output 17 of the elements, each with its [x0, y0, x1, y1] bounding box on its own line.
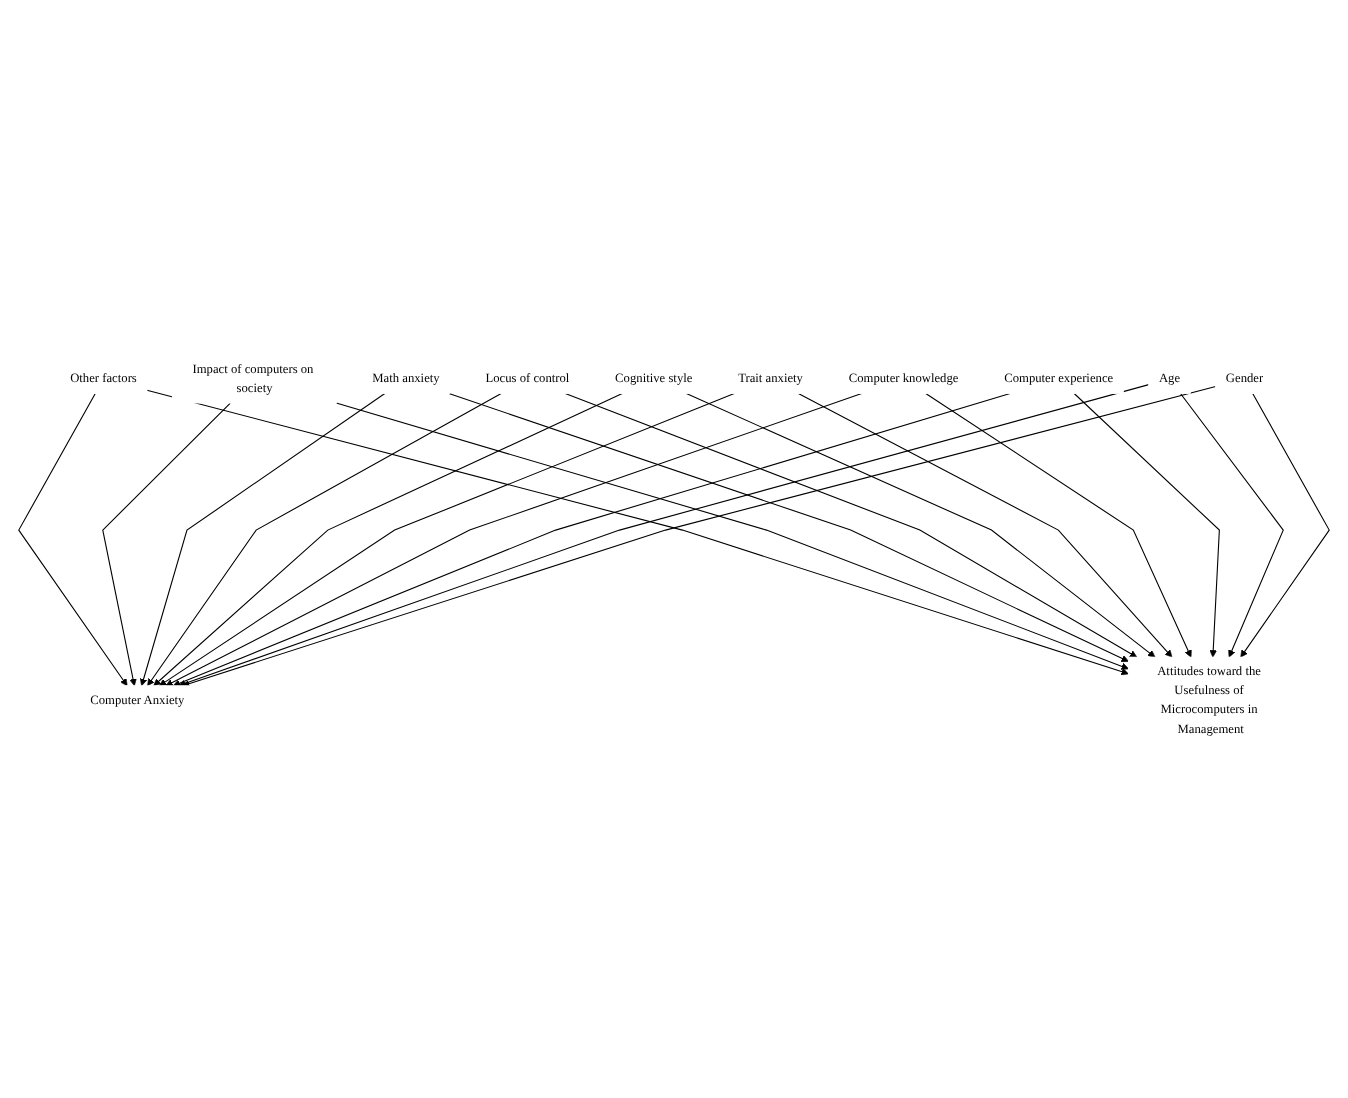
arrow [448, 392, 1129, 662]
arrow [797, 392, 1173, 658]
arrow [685, 392, 1156, 658]
arrow [172, 392, 1011, 687]
arrow [564, 392, 1138, 658]
arrow [139, 392, 386, 686]
arrow [925, 392, 1192, 658]
arrow [1240, 392, 1330, 658]
arrow [153, 392, 623, 686]
arrow [18, 392, 128, 686]
arrow [1179, 392, 1284, 658]
arrow [335, 402, 1129, 670]
arrow [102, 402, 231, 686]
arrow [159, 392, 735, 686]
arrow [1073, 392, 1220, 658]
arrow [147, 392, 502, 686]
arrow [165, 392, 863, 686]
